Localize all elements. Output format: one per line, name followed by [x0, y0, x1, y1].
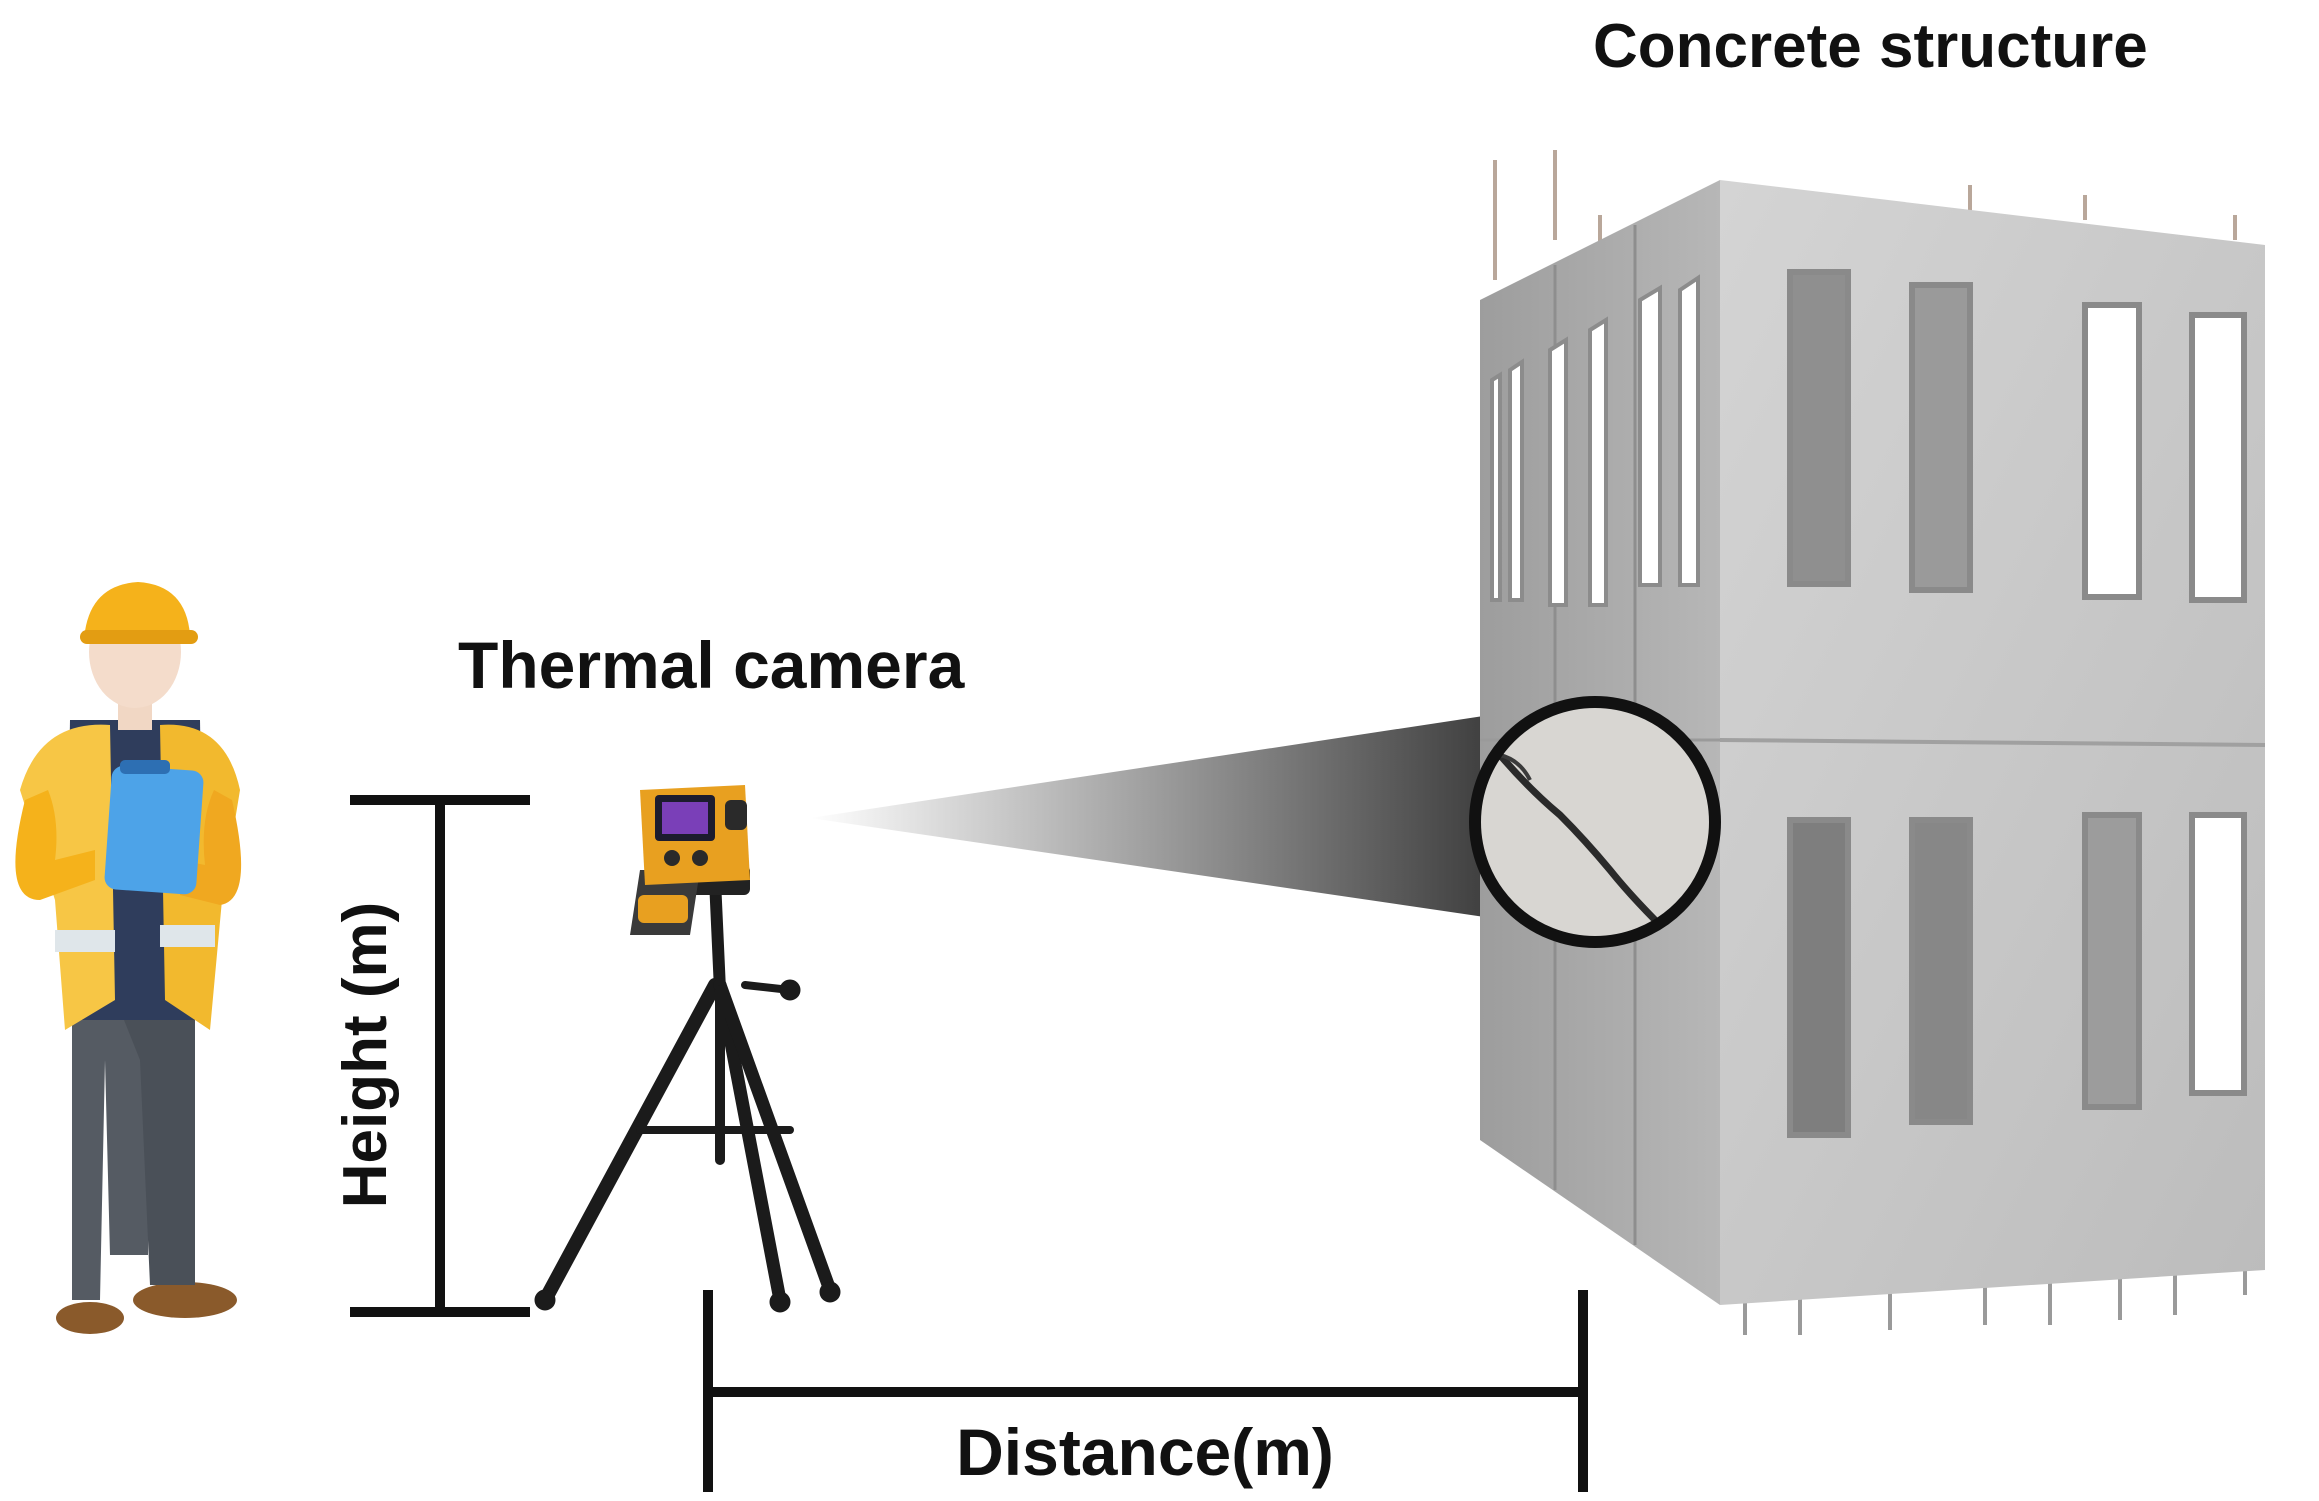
- worker-icon: [15, 582, 242, 1334]
- camera-label: Thermal camera: [458, 628, 966, 702]
- distance-dimension: [703, 1290, 1588, 1492]
- camera-view-beam: [810, 715, 1505, 920]
- distance-label: Distance(m): [956, 1415, 1334, 1489]
- structure-label: Concrete structure: [1593, 12, 2148, 81]
- crack-magnifier-icon: [1469, 696, 1721, 948]
- thermal-camera-icon: [630, 785, 750, 935]
- height-label: Height (m): [331, 902, 400, 1209]
- height-dimension: [350, 795, 530, 1317]
- tripod-icon: [534, 874, 841, 1313]
